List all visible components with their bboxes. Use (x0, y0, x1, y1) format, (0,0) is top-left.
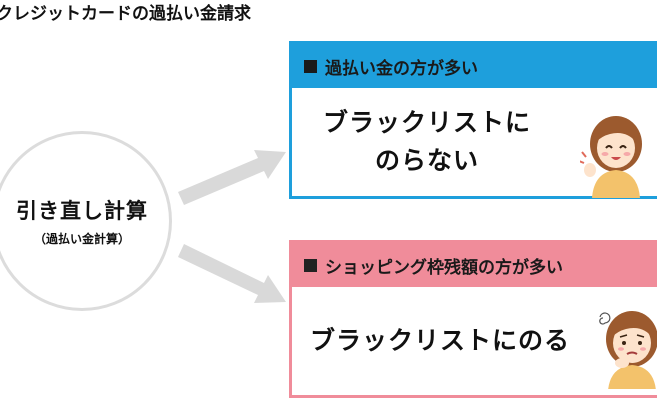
card-header: ショッピング枠残額の方が多い (292, 243, 657, 287)
card-header: 過払い金の方が多い (292, 44, 657, 88)
case-card-shopping-balance: ショッピング枠残額の方が多い ブラックリストにのる (289, 240, 657, 398)
square-bullet-icon (304, 59, 317, 73)
happy-girl-icon (580, 116, 642, 198)
page-title: クレジットカードの過払い金請求 (0, 4, 251, 24)
case-card-overpayment: 過払い金の方が多い ブラックリストに のらない (289, 41, 657, 199)
card-header-text: ショッピング枠残額の方が多い (325, 257, 563, 278)
result-text: ブラックリストにのる (310, 326, 571, 355)
result-line-2: のらない (374, 146, 479, 175)
arrow-up-icon (178, 150, 286, 205)
worried-girl-icon (599, 311, 657, 389)
circle-sublabel: （過払い金計算） (33, 232, 130, 246)
card-body: ブラックリストにのる (292, 287, 657, 395)
square-bullet-icon (304, 258, 317, 272)
result-line-1: ブラックリストに (322, 108, 531, 137)
calculation-circle: 引き直し計算 （過払い金計算） (0, 131, 172, 311)
arrow-down-icon (178, 244, 286, 303)
result-text: ブラックリストに のらない (292, 104, 562, 180)
card-body: ブラックリストに のらない (292, 88, 657, 198)
card-header-text: 過払い金の方が多い (325, 58, 478, 79)
circle-label: 引き直し計算 (16, 199, 148, 223)
